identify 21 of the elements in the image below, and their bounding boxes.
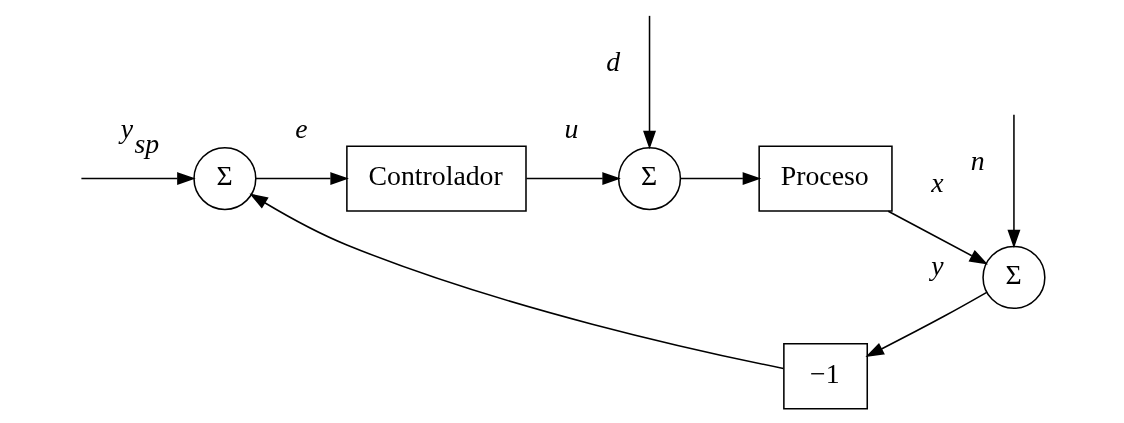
node-circle: Σ	[981, 245, 1046, 310]
arrow	[864, 291, 987, 358]
edge-label: n	[970, 145, 985, 177]
arrow	[248, 193, 784, 370]
arrow	[1006, 113, 1020, 249]
arrow	[525, 172, 621, 186]
node-box: Proceso	[757, 145, 893, 212]
arrow	[679, 172, 761, 186]
edge-label: u	[564, 112, 578, 144]
node-circle: Σ	[617, 146, 681, 211]
arrow	[887, 210, 988, 265]
edge-label: x	[930, 166, 944, 198]
arrow	[254, 172, 349, 186]
arrow	[642, 15, 656, 150]
edge-label: y	[930, 249, 944, 281]
node-circle: Σ	[192, 146, 257, 211]
edge-label: e	[294, 112, 307, 144]
arrow	[80, 172, 196, 186]
node-box: −1	[782, 343, 868, 410]
node-box: Controlador	[345, 145, 527, 212]
edge-label: d	[605, 46, 620, 78]
